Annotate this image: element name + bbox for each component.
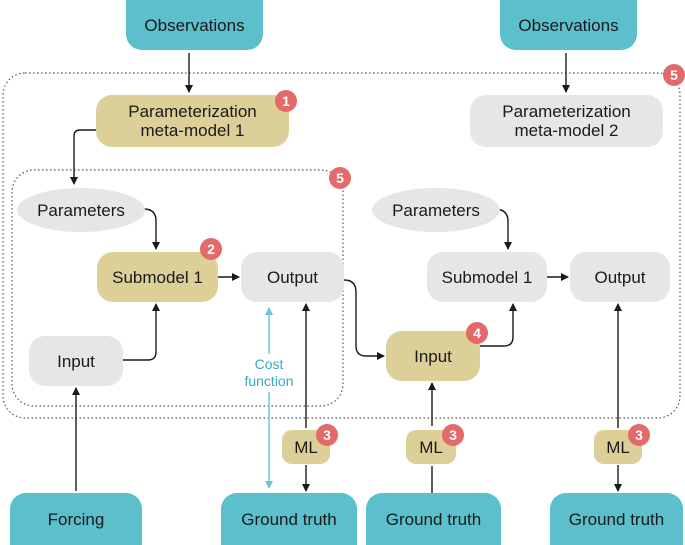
forcing-node: Forcing [10,493,142,545]
arrow-input-to-submodel [123,303,160,361]
badge-3-ml2: 3 [442,424,464,446]
submodel-1-right: Submodel 1 [427,252,547,302]
ground-truth-node-1: Ground truth [221,493,357,545]
output-node-2: Output [570,252,670,302]
input-node-1: Input [29,336,123,386]
badge-1: 1 [275,90,297,112]
submodel-1-left: Submodel 1 [97,252,218,302]
parameters-node-1: Parameters [17,188,145,232]
parameterization-meta-model-2: Parameterization meta-model 2 [470,95,663,147]
parameters-node-2: Parameters [372,188,500,232]
ground-truth-node-3: Ground truth [550,493,683,545]
badge-3-ml1: 3 [316,424,338,446]
arrow-parameters-to-submodel [143,208,160,250]
badge-5-inner: 5 [329,167,351,189]
input-node-2: Input [386,331,480,381]
observations-node-1: Observations [126,0,263,50]
output-node-1: Output [241,252,344,302]
cost-function-label: Cost function [240,354,298,392]
observations-node-2: Observations [500,0,637,50]
arrow-output-to-input2 [343,279,385,360]
badge-3-ml3: 3 [628,424,650,446]
parameterization-meta-model-1: Parameterization meta-model 1 [96,95,289,147]
badge-5-outer: 5 [663,64,685,86]
outer-dotted-box [2,72,681,419]
arrow-meta1-to-parameters [70,129,96,185]
arrow-input2-to-submodel-right [480,303,517,347]
badge-2: 2 [200,238,222,260]
badge-4: 4 [466,322,488,344]
ground-truth-node-2: Ground truth [366,493,501,545]
